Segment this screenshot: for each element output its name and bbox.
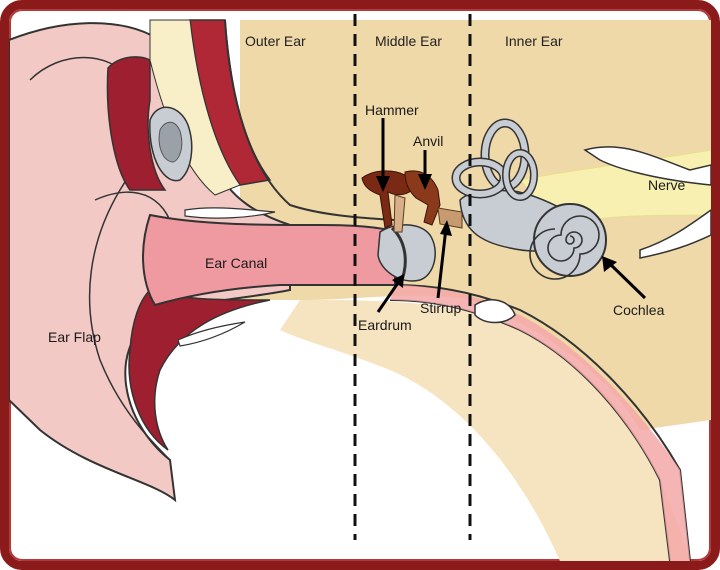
cartilage-lower — [128, 289, 271, 451]
nerve-bone-upper — [583, 146, 711, 186]
ear-canal-shape — [142, 213, 396, 307]
anvil-arrowhead — [418, 174, 432, 190]
cartilage-upper — [106, 56, 167, 191]
grey-nodule-inner — [158, 121, 183, 163]
semicircular-canal-3-fill — [503, 150, 537, 200]
stirrup-arrow — [436, 227, 448, 299]
stirrup-shape — [437, 207, 463, 229]
canal-wall-lower — [394, 284, 691, 561]
hammer-shape — [361, 170, 413, 229]
section-inner-ear: Inner Ear — [505, 33, 563, 49]
anvil-shape — [404, 170, 441, 226]
eardrum-arrow — [376, 279, 402, 313]
eustachian-band — [390, 285, 690, 561]
ear-flap-contour — [29, 56, 171, 461]
cochlea-spiral — [529, 215, 600, 280]
cochlea-arrowhead — [602, 256, 617, 272]
white-slit-upper — [184, 207, 276, 219]
label-anvil: Anvil — [413, 133, 443, 149]
eardrum-arrowhead — [392, 274, 404, 288]
cochlea-arrow — [606, 260, 647, 300]
lower-tissue — [280, 300, 690, 561]
section-middle-ear: Middle Ear — [375, 33, 442, 49]
cochlea-shape — [533, 203, 607, 277]
stirrup-arrowhead — [440, 220, 452, 236]
hammer-handle — [393, 194, 406, 233]
middle-ear-cavity — [377, 224, 436, 282]
label-stirrup: Stirrup — [420, 300, 461, 316]
section-outer-ear: Outer Ear — [245, 33, 306, 49]
nerve-bone-lower — [639, 209, 711, 259]
canal-wall-lower-2 — [389, 299, 671, 561]
label-eardrum: Eardrum — [358, 317, 412, 333]
white-slit-lower — [177, 321, 246, 347]
label-ear-flap: Ear Flap — [48, 329, 101, 345]
label-nerve: Nerve — [648, 177, 686, 193]
white-bone-fragment — [474, 299, 516, 324]
label-hammer: Hammer — [365, 102, 419, 118]
label-cochlea: Cochlea — [613, 302, 665, 318]
hammer-arrowhead — [376, 176, 390, 192]
label-ear-canal: Ear Canal — [205, 255, 267, 271]
ear-anatomy-diagram: Outer Ear Middle Ear Inner Ear Hammer An… — [9, 14, 711, 561]
